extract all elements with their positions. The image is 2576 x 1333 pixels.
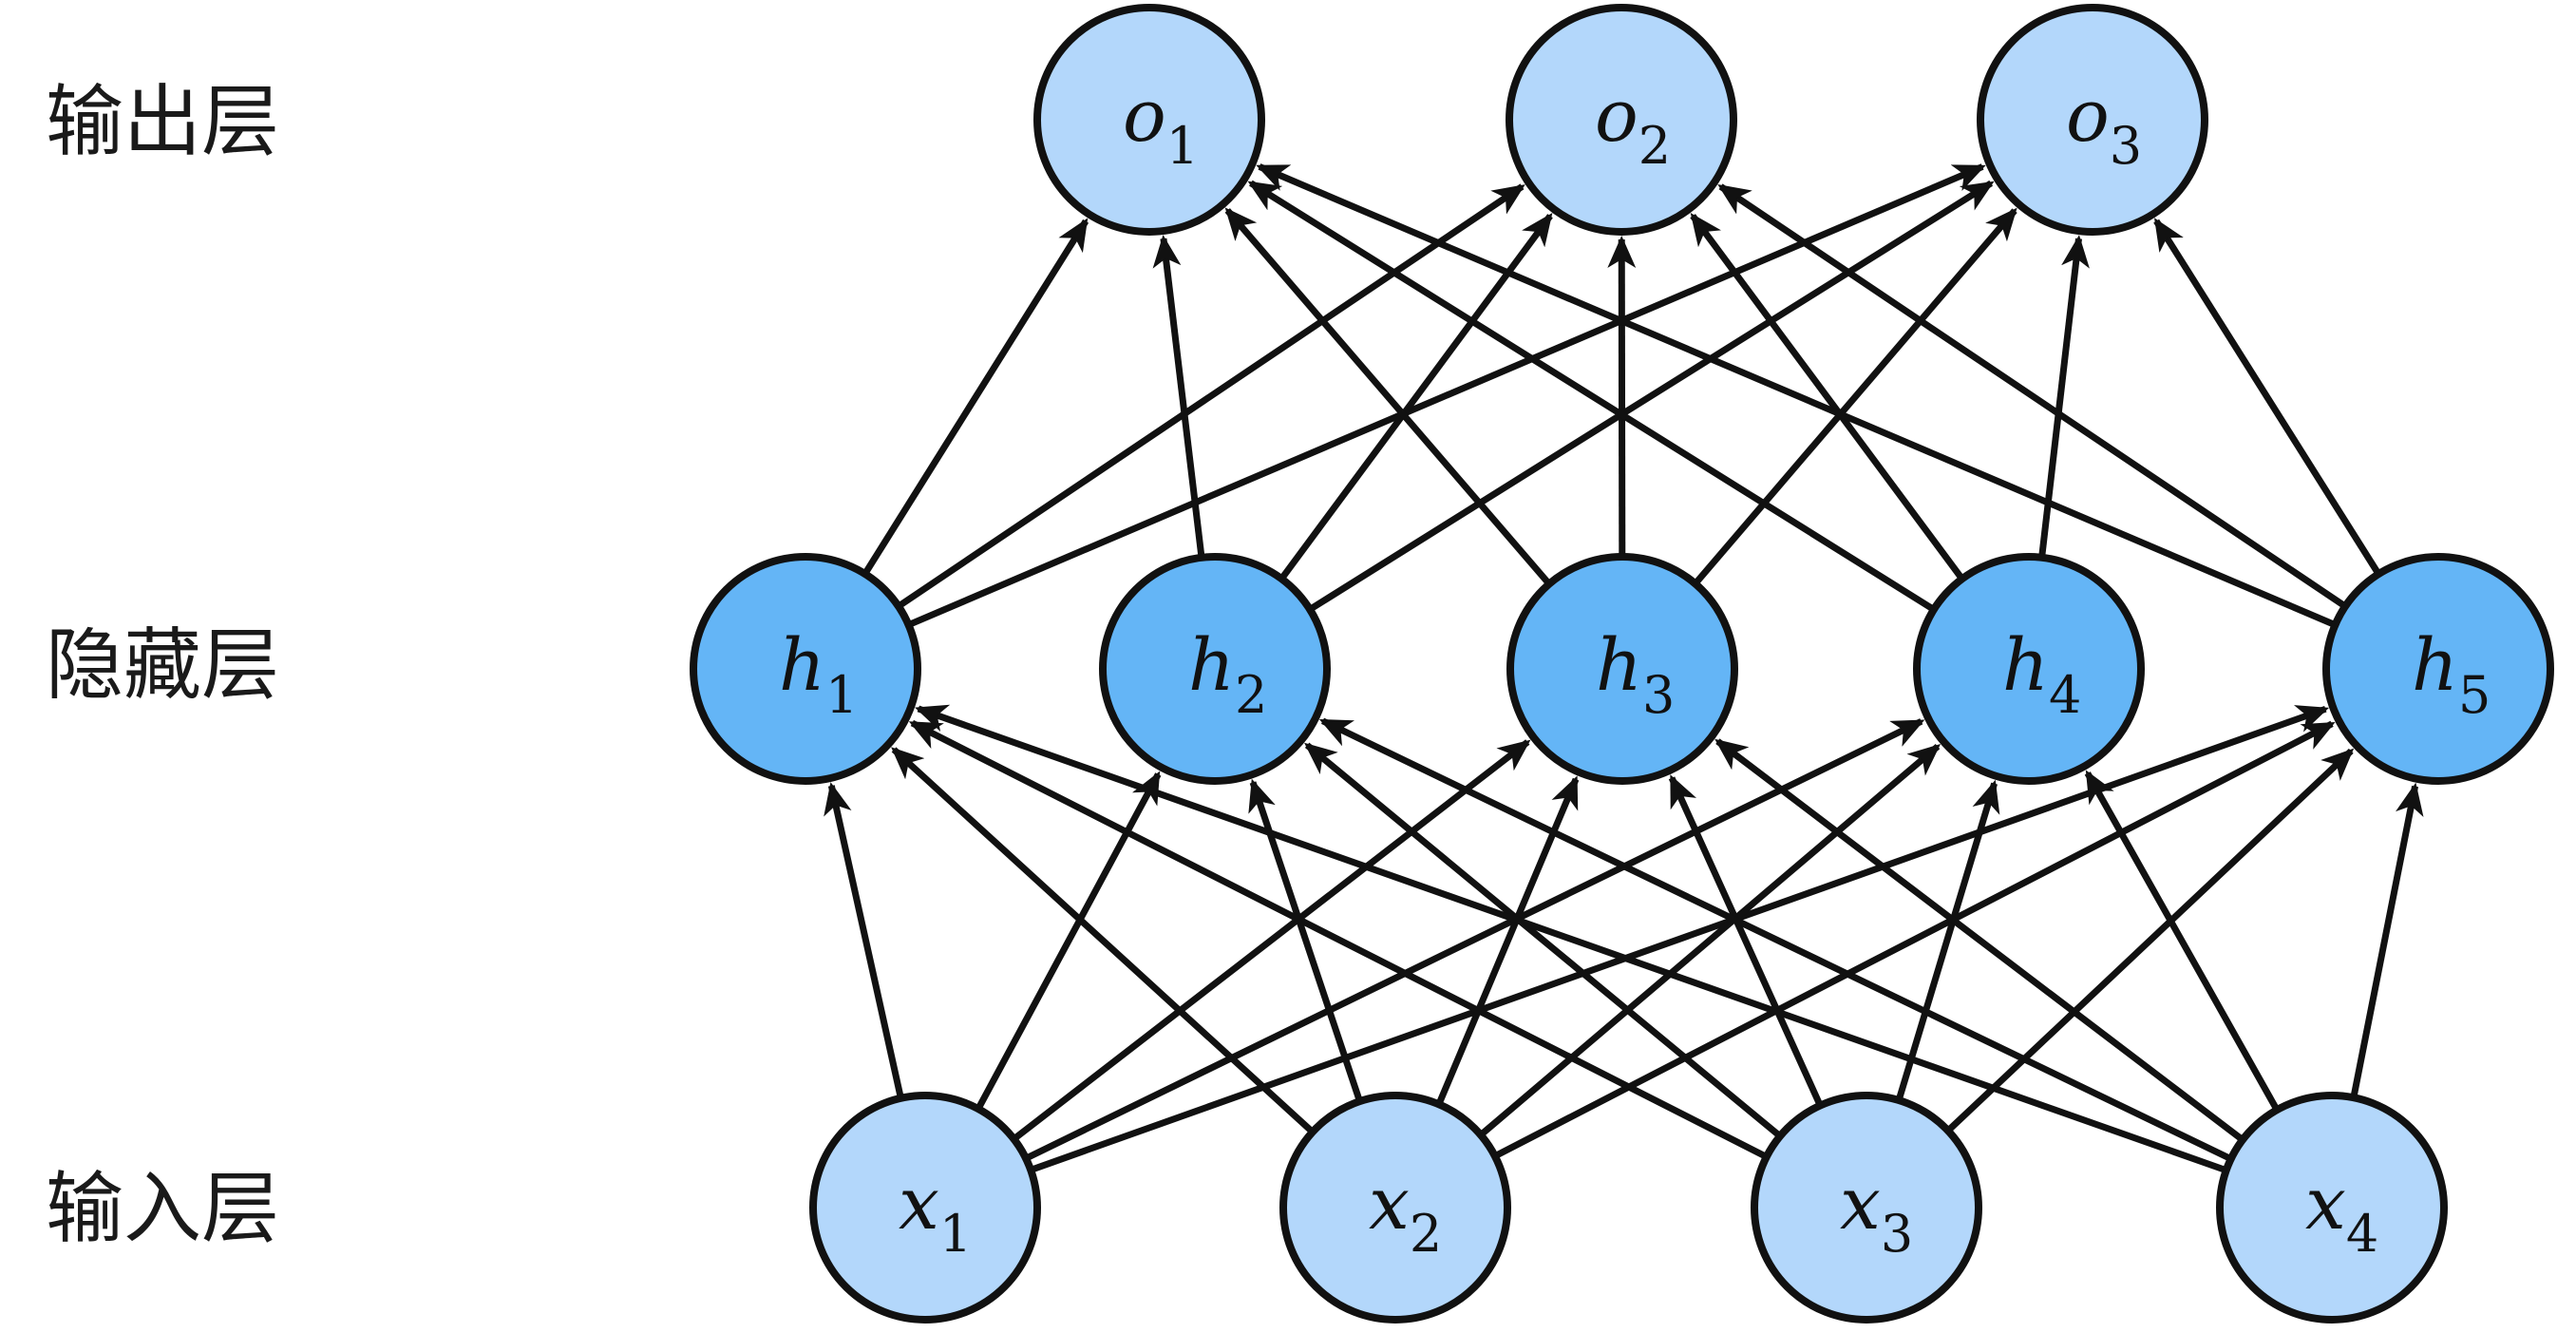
node-o1: o1 bbox=[1033, 4, 1265, 236]
edge-h3-to-o3 bbox=[1693, 207, 2017, 586]
connection-edges bbox=[824, 163, 2424, 1174]
node-h5-label: h5 bbox=[2412, 622, 2491, 725]
node-h3-circle bbox=[1506, 553, 1738, 785]
node-x1: x1 bbox=[809, 1092, 1041, 1323]
edge-x4-to-h1 bbox=[915, 704, 2227, 1174]
node-o1-label: o1 bbox=[1123, 73, 1199, 176]
node-x3-circle bbox=[1751, 1092, 1982, 1323]
edge-x1-to-h1 bbox=[824, 782, 904, 1099]
edge-x2-to-h1 bbox=[891, 747, 1316, 1135]
edge-x1-to-h3 bbox=[1012, 739, 1531, 1142]
node-o2-subscript: 2 bbox=[1638, 116, 1671, 176]
edge-x1-to-h2 bbox=[975, 771, 1162, 1111]
node-h4: h4 bbox=[1913, 553, 2145, 785]
edge-h2-to-o2 bbox=[1279, 213, 1553, 581]
edge-x4-to-h3 bbox=[1714, 738, 2245, 1143]
node-o1-variable: o bbox=[1123, 73, 1166, 158]
node-x1-circle bbox=[809, 1092, 1041, 1323]
node-x4: x4 bbox=[2216, 1092, 2448, 1323]
node-h3-variable: h bbox=[1596, 622, 1642, 707]
edge-x2-to-h5 bbox=[1493, 720, 2336, 1159]
node-x3-subscript: 3 bbox=[1881, 1204, 1913, 1264]
edge-h2-to-o3 bbox=[1308, 180, 1995, 613]
output-layer-label: 输出层 bbox=[46, 77, 280, 167]
node-h1: h1 bbox=[690, 553, 921, 785]
node-x2-label: x2 bbox=[1369, 1161, 1442, 1264]
node-h3-subscript: 3 bbox=[1642, 665, 1675, 725]
edge-h1-to-o1 bbox=[862, 218, 1089, 576]
edge-x2-to-h4 bbox=[1478, 743, 1941, 1138]
node-o3-label: o3 bbox=[2066, 73, 2142, 176]
edge-h5-to-o3 bbox=[2153, 218, 2382, 577]
edge-x3-to-h5 bbox=[1945, 748, 2355, 1133]
node-x2-circle bbox=[1279, 1092, 1511, 1323]
edge-h3-to-o2 bbox=[1607, 235, 1637, 558]
node-o3-variable: o bbox=[2066, 73, 2110, 158]
node-x1-variable: x bbox=[899, 1161, 939, 1246]
node-x4-subscript: 4 bbox=[2346, 1204, 2378, 1264]
node-h4-subscript: 4 bbox=[2049, 665, 2081, 725]
node-h2-label: h2 bbox=[1188, 622, 1267, 725]
edge-x3-to-h2 bbox=[1304, 742, 1783, 1139]
node-o2-variable: o bbox=[1595, 73, 1638, 158]
node-x4-label: x4 bbox=[2305, 1161, 2378, 1264]
input-layer-label: 输入层 bbox=[46, 1164, 280, 1254]
node-o2-circle bbox=[1506, 4, 1737, 236]
node-x4-variable: x bbox=[2305, 1161, 2346, 1246]
node-h4-variable: h bbox=[2002, 622, 2049, 707]
node-h4-circle bbox=[1913, 553, 2145, 785]
node-x3: x3 bbox=[1751, 1092, 1982, 1323]
node-o2-label: o2 bbox=[1595, 73, 1671, 176]
node-o1-subscript: 1 bbox=[1166, 116, 1199, 176]
node-h5-circle bbox=[2322, 553, 2554, 785]
edge-x3-to-h3 bbox=[1668, 774, 1824, 1107]
node-o3-subscript: 3 bbox=[2110, 116, 2142, 176]
node-h1-variable: h bbox=[779, 622, 825, 707]
node-h5-variable: h bbox=[2412, 622, 2458, 707]
node-x4-circle bbox=[2216, 1092, 2448, 1323]
edge-h5-to-o1 bbox=[1256, 163, 2337, 628]
node-x1-subscript: 1 bbox=[939, 1204, 972, 1264]
node-o3: o3 bbox=[1977, 4, 2208, 236]
node-x2-variable: x bbox=[1369, 1161, 1410, 1246]
node-h3: h3 bbox=[1506, 553, 1738, 785]
node-x1-label: x1 bbox=[899, 1161, 972, 1264]
node-o1-circle bbox=[1033, 4, 1265, 236]
edge-h4-to-o1 bbox=[1247, 180, 1936, 613]
node-h3-label: h3 bbox=[1596, 622, 1675, 725]
node-x3-variable: x bbox=[1840, 1161, 1881, 1246]
node-h1-label: h1 bbox=[779, 622, 858, 725]
edge-x3-to-h1 bbox=[908, 719, 1769, 1160]
node-h2: h2 bbox=[1099, 553, 1331, 785]
node-o3-circle bbox=[1977, 4, 2208, 236]
node-h2-variable: h bbox=[1188, 622, 1235, 707]
node-h2-circle bbox=[1099, 553, 1331, 785]
node-x2: x2 bbox=[1279, 1092, 1511, 1323]
edge-h5-to-o2 bbox=[1717, 183, 2348, 610]
edge-h4-to-o2 bbox=[1690, 212, 1965, 581]
node-h5-subscript: 5 bbox=[2458, 665, 2491, 725]
edge-x1-to-h4 bbox=[1024, 718, 1925, 1162]
edge-x3-to-h4 bbox=[1895, 779, 2000, 1102]
edge-x4-to-h5 bbox=[2350, 782, 2424, 1098]
node-x2-subscript: 2 bbox=[1410, 1204, 1442, 1264]
node-h2-subscript: 2 bbox=[1235, 665, 1267, 725]
node-o2: o2 bbox=[1506, 4, 1737, 236]
node-h1-circle bbox=[690, 553, 921, 785]
edge-h2-to-o1 bbox=[1152, 235, 1205, 559]
node-h5: h5 bbox=[2322, 553, 2554, 785]
edge-h3-to-o1 bbox=[1224, 207, 1552, 586]
edge-x4-to-h4 bbox=[2084, 770, 2281, 1112]
node-h4-label: h4 bbox=[2002, 622, 2081, 725]
node-h1-subscript: 1 bbox=[825, 665, 858, 725]
edge-x4-to-h2 bbox=[1318, 717, 2233, 1162]
edge-h1-to-o2 bbox=[896, 183, 1525, 610]
node-x3-label: x3 bbox=[1840, 1161, 1913, 1264]
hidden-layer-label: 隐藏层 bbox=[46, 620, 280, 711]
edge-x2-to-h3 bbox=[1435, 775, 1580, 1106]
